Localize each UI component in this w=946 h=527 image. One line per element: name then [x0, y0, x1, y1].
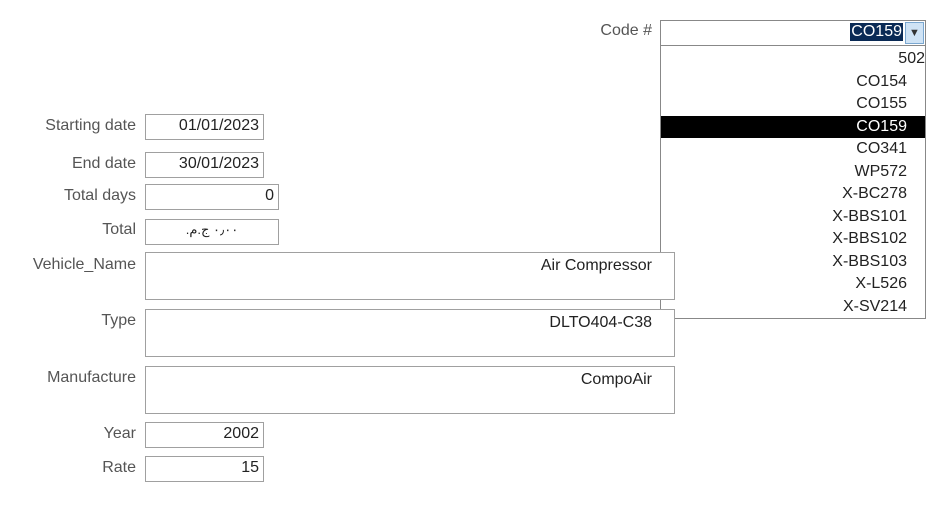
code-option[interactable]: X-SV214 [842, 297, 907, 315]
chevron-down-icon[interactable]: ▼ [905, 22, 924, 44]
total-input[interactable]: ٠٫٠٠ ج.م. [145, 219, 279, 245]
code-option[interactable]: X-BBS101 [832, 207, 907, 225]
code-option[interactable]: CO154 [856, 72, 907, 90]
code-combobox[interactable]: CO159 ▼ [660, 20, 926, 46]
code-option[interactable]: CO159 [661, 115, 925, 138]
code-option[interactable]: X-BBS103 [832, 252, 907, 270]
manufacture-input[interactable]: CompoAir [145, 366, 675, 414]
code-option[interactable]: CO341 [856, 140, 907, 157]
end-date-label: End date [71, 155, 136, 172]
code-label: Code # [600, 22, 652, 39]
code-option[interactable]: X-BC278 [842, 185, 907, 202]
rate-label: Rate [102, 459, 136, 476]
manufacture-label: Manufacture [47, 369, 136, 386]
type-input[interactable]: DLTO404-C38 [145, 309, 675, 357]
code-option[interactable]: 502 [898, 50, 925, 67]
rate-input[interactable]: 15 [145, 456, 264, 482]
code-option[interactable]: WP572 [854, 162, 907, 180]
year-input[interactable]: 2002 [145, 422, 264, 448]
total-days-input[interactable]: 0 [145, 184, 279, 210]
starting-date-input[interactable]: 01/01/2023 [145, 114, 264, 140]
starting-date-label: Starting date [45, 117, 136, 134]
code-option[interactable]: CO155 [856, 95, 907, 112]
code-option[interactable]: X-L526 [855, 275, 907, 292]
type-label: Type [101, 312, 136, 329]
end-date-input[interactable]: 30/01/2023 [145, 152, 264, 178]
code-option[interactable]: X-BBS102 [832, 230, 907, 247]
total-days-label: Total days [63, 187, 136, 204]
vehicle-name-input[interactable]: Air Compressor [145, 252, 675, 300]
year-label: Year [103, 425, 136, 442]
code-value[interactable]: CO159 [850, 23, 903, 41]
vehicle-name-label: Vehicle_Name [32, 256, 136, 273]
total-label: Total [102, 221, 136, 238]
